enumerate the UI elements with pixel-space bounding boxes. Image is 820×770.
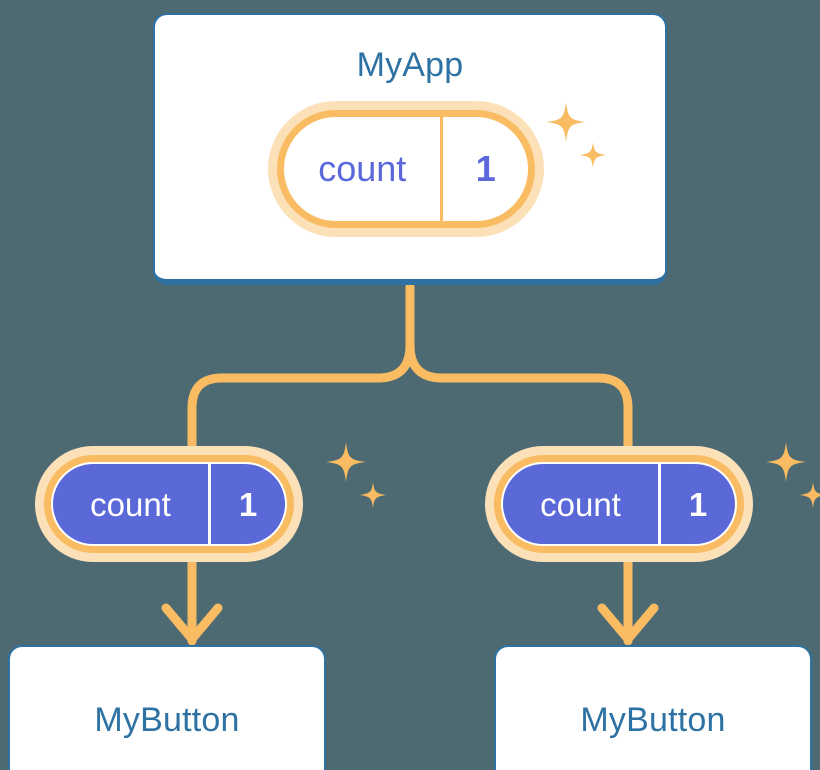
state-pill-value: 1	[211, 464, 285, 544]
component-card-title: MyButton	[94, 701, 240, 739]
component-card-title: MyApp	[356, 46, 464, 84]
sparkle-group-left	[326, 442, 386, 508]
component-card-title: MyButton	[580, 701, 726, 739]
state-pill-right[interactable]: count 1	[494, 455, 744, 553]
arrow-head-left	[161, 603, 223, 647]
state-pill-key: count	[53, 464, 211, 544]
state-pill-left[interactable]: count 1	[44, 455, 294, 553]
sparkle-four-point-icon-large	[326, 442, 366, 482]
state-pill-body: count 1	[494, 455, 744, 553]
state-pill-body: count 1	[44, 455, 294, 553]
connector-branch-right	[405, 340, 633, 460]
state-pill-value: 1	[475, 148, 496, 189]
state-pill-key: count	[284, 117, 444, 221]
state-pill-myapp[interactable]: count 1	[277, 110, 535, 228]
sparkle-four-point-icon-small	[360, 482, 386, 508]
state-pill-key: count	[503, 464, 661, 544]
state-pill-value: 1	[661, 464, 735, 544]
sparkle-four-point-icon-small	[800, 482, 820, 508]
sparkle-four-point-icon-large	[766, 442, 806, 482]
state-pill-body: count 1	[277, 110, 535, 228]
arrow-head-right	[597, 603, 659, 647]
component-card-mybutton-right[interactable]: MyButton	[494, 645, 812, 770]
sparkle-group-right	[766, 442, 820, 508]
connector-branch-left	[187, 340, 415, 460]
component-card-mybutton-left[interactable]: MyButton	[8, 645, 326, 770]
